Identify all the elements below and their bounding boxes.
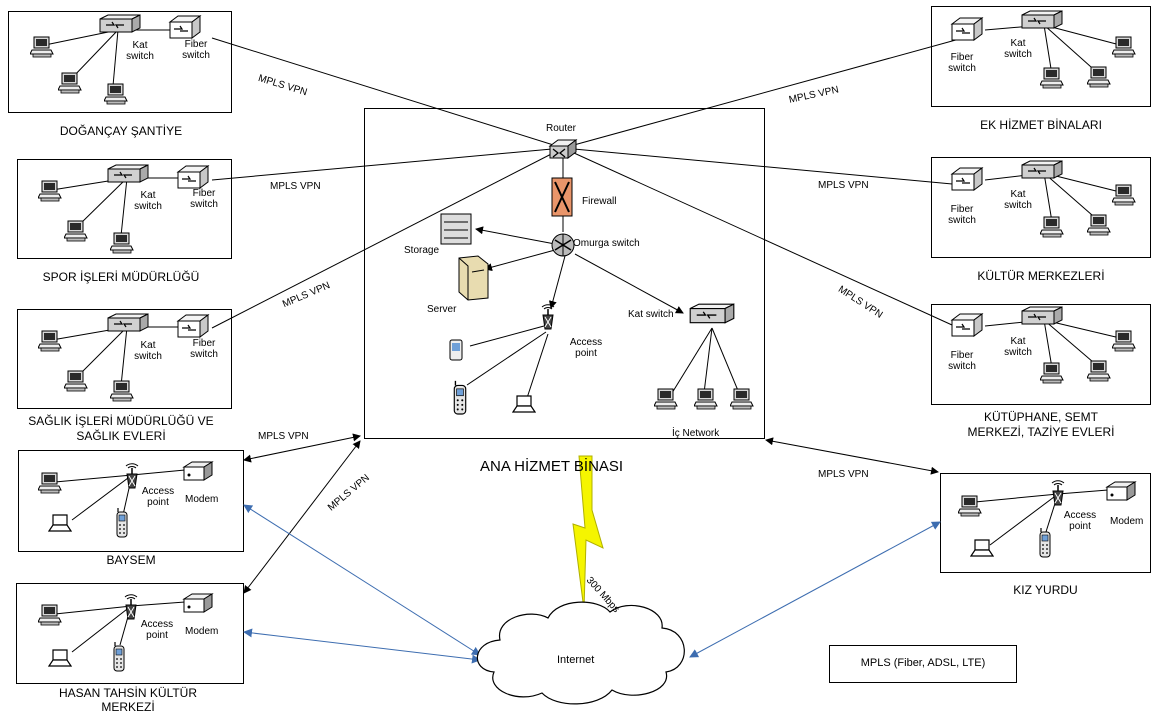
central-floor-switch-icon — [689, 303, 735, 324]
fiber-switch-label: Fiber switch — [190, 338, 218, 360]
legend-box: MPLS (Fiber, ADSL, LTE) — [829, 645, 1017, 683]
site-devices-kutuphane — [951, 306, 1136, 384]
site-name-kutuphane-line1: KÜTÜPHANE, SEMT — [983, 410, 1098, 424]
site-devices-kultur — [951, 160, 1136, 238]
router-label: Router — [546, 123, 577, 134]
legend-text: MPLS (Fiber, ADSL, LTE) — [860, 657, 986, 669]
firewall-label: Firewall — [582, 196, 617, 207]
central-devices — [440, 139, 754, 415]
site-name-kultur: KÜLTÜR MERKEZLERİ — [977, 269, 1105, 283]
mpls-vpn-label: MPLS VPN — [258, 431, 309, 442]
site-box-saglik — [17, 309, 232, 409]
site-name-kiz-yurdu: KIZ YURDU — [1013, 583, 1078, 597]
kat-switch-label: Kat switch — [134, 340, 162, 362]
access-point-label: Access point — [141, 486, 175, 508]
fiber-switch-label: Fiber switch — [948, 204, 976, 226]
kat-switch-label: Kat switch — [1004, 336, 1032, 358]
fiber-switch-label: Fiber switch — [190, 188, 218, 210]
site-devices-spor — [38, 164, 209, 254]
site-devices-kiz-yurdu — [958, 479, 1136, 558]
site-devices-baysem — [38, 461, 213, 538]
site-box-kultur — [931, 157, 1151, 258]
kat-switch-label: Kat switch — [126, 40, 154, 62]
kat-switch-label: Kat switch — [1004, 38, 1032, 60]
site-box-kutuphane — [931, 304, 1151, 405]
access-point-label: Access point — [140, 619, 174, 641]
mpls-vpn-label: MPLS VPN — [270, 181, 321, 192]
fiber-switch-label: Fiber switch — [948, 350, 976, 372]
kat-switch-label: Kat switch — [134, 190, 162, 212]
storage-icon — [440, 213, 472, 245]
storage-label: Storage — [404, 245, 440, 256]
site-name-baysem: BAYSEM — [106, 553, 156, 567]
site-name-hasan-line2: MERKEZİ — [101, 700, 155, 714]
central-access-point-label: Access point — [569, 337, 603, 359]
modem-label: Modem — [1110, 516, 1144, 527]
router-icon — [549, 139, 577, 159]
site-name-ek-hizmet: EK HİZMET BİNALARI — [980, 118, 1102, 132]
site-name-saglik-line2: SAĞLIK EVLERİ — [76, 429, 166, 443]
site-devices-ek-hizmet — [951, 10, 1136, 89]
site-name-saglik-line1: SAĞLIK İŞLERİ MÜDÜRLÜĞÜ VE — [28, 414, 214, 428]
mpls-vpn-label: MPLS VPN — [818, 180, 869, 191]
internet-cloud — [476, 601, 685, 705]
site-name-dogancay: DOĞANÇAY ŞANTİYE — [59, 124, 183, 138]
site-box-dogancay — [8, 11, 232, 113]
backbone-switch-icon — [551, 233, 575, 257]
site-devices-saglik — [38, 313, 209, 402]
central-building-title: ANA HİZMET BİNASI — [480, 458, 624, 475]
site-box-ek-hizmet — [931, 6, 1151, 107]
kat-switch-label: Kat switch — [1004, 189, 1032, 211]
firewall-icon — [551, 177, 573, 217]
site-devices-hasan — [38, 593, 213, 672]
inner-network-label: İç Network — [672, 428, 720, 439]
mpls-vpn-label: MPLS VPN — [818, 469, 869, 480]
modem-label: Modem — [185, 626, 219, 637]
site-box-spor — [17, 159, 232, 259]
central-floor-switch-label: Kat switch — [628, 309, 674, 320]
backbone-switch-label: Omurga switch — [573, 238, 640, 249]
site-name-hasan-line1: HASAN TAHSİN KÜLTÜR — [58, 686, 198, 700]
site-devices-dogancay — [30, 14, 201, 105]
modem-label: Modem — [185, 494, 219, 505]
access-point-label: Access point — [1063, 510, 1097, 532]
server-label: Server — [427, 304, 457, 315]
pda-icon — [449, 339, 463, 361]
fiber-switch-label: Fiber switch — [948, 52, 976, 74]
central-building-box — [364, 108, 765, 439]
site-name-kutuphane-line2: MERKEZİ, TAZİYE EVLERİ — [967, 425, 1115, 439]
fiber-switch-label: Fiber switch — [182, 39, 210, 61]
site-name-spor: SPOR İŞLERİ MÜDÜRLÜĞÜ — [42, 270, 200, 284]
internet-label: Internet — [557, 654, 595, 666]
server-icon — [458, 255, 489, 301]
central-access-point-icon — [541, 303, 555, 330]
wan-link-bolt — [572, 455, 604, 611]
